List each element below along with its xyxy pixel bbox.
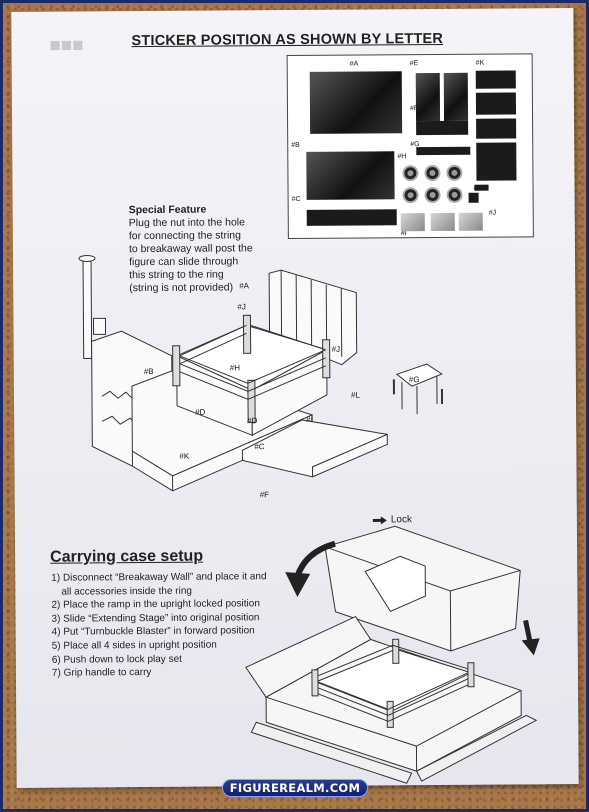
carrying-case-diagram	[245, 525, 540, 784]
sticker-b	[306, 151, 395, 200]
sticker-k1	[475, 70, 516, 89]
sticker-l	[468, 192, 479, 203]
special-feature-heading: Special Feature	[128, 203, 207, 217]
sticker-label-h: #H	[397, 153, 407, 161]
faded-corner-marking: ■■■	[49, 37, 84, 52]
sticker-label-j: #J	[488, 209, 497, 217]
diagram-label-d: #D	[195, 407, 206, 417]
diagram-label-i: #I	[306, 414, 313, 424]
sticker-label-k: #K	[475, 59, 485, 67]
diagram-label-f: #F	[259, 490, 270, 500]
sticker-k2	[475, 92, 517, 115]
sticker-c	[306, 209, 397, 226]
sticker-label-b: #B	[291, 141, 300, 150]
diagram-label-g: #G	[408, 375, 420, 385]
sticker-label-i: #I	[400, 230, 407, 238]
playset-diagram	[78, 254, 444, 492]
diagram-label-k: #K	[179, 451, 190, 461]
sticker-e	[415, 72, 441, 122]
sticker-label-a: #A	[349, 60, 359, 68]
sticker-f	[416, 120, 469, 136]
diagram-label-j: #J	[237, 302, 246, 312]
lock-callout: Lock	[372, 514, 412, 525]
diagram-label-c: #C	[254, 442, 265, 452]
sticker-a	[309, 71, 403, 134]
special-feature-line: Plug the nut into the hole	[128, 216, 245, 230]
sticker-e2	[443, 72, 469, 121]
diagram-label-j2: #J	[331, 344, 341, 354]
sticker-h-logo-3	[446, 164, 463, 181]
diagram-label-a: #A	[239, 281, 250, 291]
sticker-h-logo-2	[424, 164, 441, 182]
diagram-label-b: #B	[143, 366, 154, 377]
arrow-right-icon	[372, 515, 387, 524]
diagram-label-l: #L	[350, 390, 360, 400]
sticker-k3	[476, 118, 517, 139]
sticker-i3	[458, 212, 483, 231]
sticker-g	[416, 146, 471, 156]
sticker-i2	[430, 212, 455, 232]
sticker-h-logo-5	[424, 186, 441, 204]
sticker-sheet-diagram: #A #E #K #F #B #G #H #C #L #J #I	[286, 53, 534, 240]
figurerealm-watermark: FIGUREREALM.COM	[222, 779, 368, 797]
sticker-k4	[476, 142, 517, 181]
page-title: STICKER POSITION AS SHOWN BY LETTER	[131, 30, 444, 50]
sticker-h-logo-4	[402, 187, 419, 204]
diagram-label-h: #H	[229, 363, 241, 373]
carrying-case-title: Carrying case setup	[50, 547, 204, 566]
special-feature-line: for connecting the string	[128, 229, 241, 243]
diagram-label-d2: #D	[247, 416, 258, 426]
sticker-label-c: #C	[291, 195, 301, 204]
sticker-h-logo-1	[402, 165, 419, 182]
sticker-i1	[400, 213, 425, 232]
instruction-sheet: STICKER POSITION AS SHOWN BY LETTER #A #…	[11, 8, 579, 788]
sticker-l2	[474, 184, 489, 191]
sticker-label-e: #E	[409, 60, 419, 68]
sticker-h-logo-6	[446, 186, 463, 203]
